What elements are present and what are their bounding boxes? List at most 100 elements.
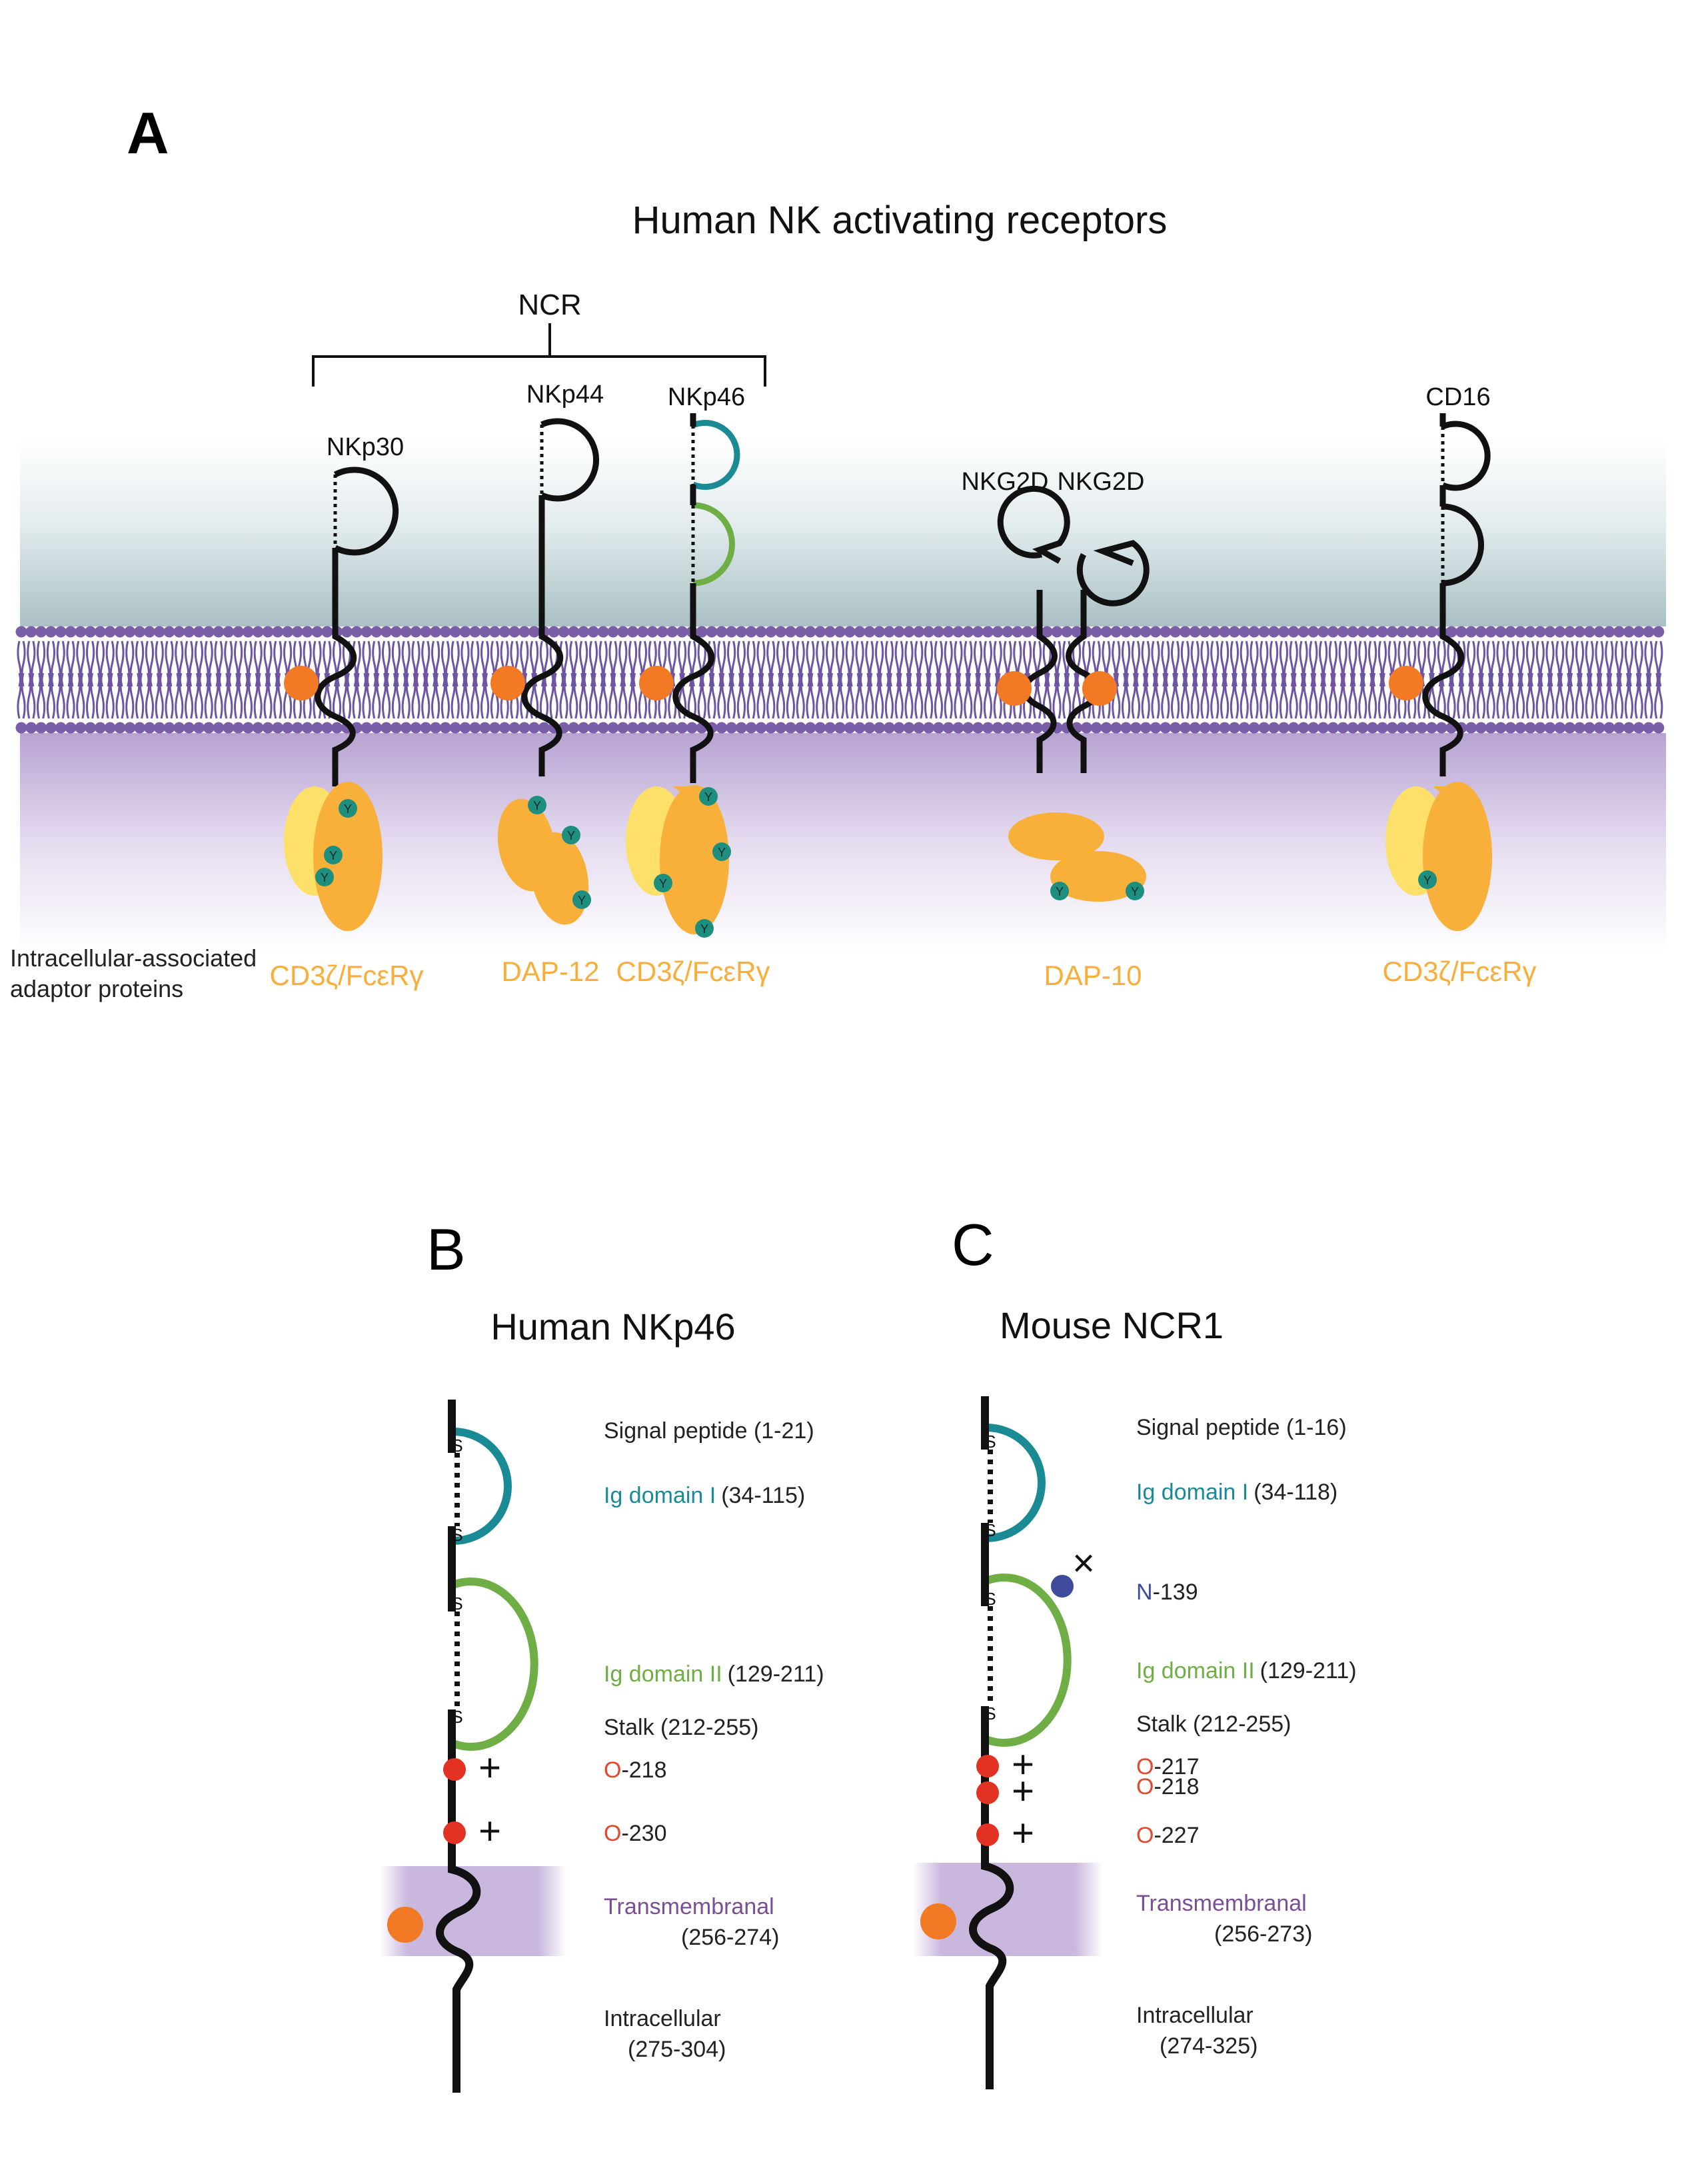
panel-a: A Human NK activating receptors NCR	[10, 100, 1666, 1002]
lipid-tail	[553, 672, 558, 719]
lipid-head	[548, 626, 560, 638]
lipid-head	[1475, 626, 1487, 638]
lipid-head	[716, 722, 728, 734]
lipid-tail	[1234, 672, 1239, 719]
lipid-head	[1287, 722, 1299, 734]
lipid-head	[755, 722, 767, 734]
label-nkp44: NKp44	[526, 381, 604, 409]
tyrosine-label: Y	[1423, 874, 1431, 887]
lipid-tail	[1289, 672, 1294, 719]
lipid-tail	[224, 672, 229, 719]
lipid-tail	[66, 672, 71, 719]
lipid-head	[45, 626, 57, 638]
panel-b-charged-residue	[387, 1907, 423, 1943]
lipid-head	[636, 626, 648, 638]
lipid-head	[587, 722, 599, 734]
lipid-head	[1022, 626, 1034, 638]
lipid-tail	[1151, 672, 1156, 719]
lipid-tail	[859, 672, 864, 719]
lipid-head	[1170, 722, 1182, 734]
lipid-tail	[1309, 672, 1314, 719]
lipid-head	[972, 722, 984, 734]
lipid-tail	[109, 672, 115, 719]
lipid-tail	[938, 672, 943, 719]
lipid-head	[528, 626, 540, 638]
lipid-tail	[1338, 672, 1343, 719]
lipid-head	[321, 626, 333, 638]
lipid-head	[173, 722, 185, 734]
adaptor-label-2: DAP-12	[501, 956, 599, 987]
lipid-head	[952, 626, 964, 638]
lipid-head	[1150, 722, 1162, 734]
lipid-head	[726, 626, 738, 638]
lipid-head	[656, 626, 668, 638]
lipid-tail	[1609, 672, 1614, 719]
lipid-tail	[928, 672, 934, 719]
lipid-head	[518, 722, 530, 734]
lipid-head	[1643, 626, 1655, 638]
lipid-head	[488, 626, 500, 638]
nkg2d-2-lectin-domain	[1076, 540, 1150, 606]
lipid-head	[361, 722, 373, 734]
panel-c-ic-range: (274-325)	[1160, 2033, 1258, 2059]
lipid-tail	[622, 672, 628, 719]
lipid-head	[676, 626, 688, 638]
lipid-tail	[1332, 672, 1337, 719]
lipid-tail	[1506, 672, 1511, 719]
lipid-head	[75, 722, 87, 734]
label-nkp46: NKp46	[668, 383, 745, 411]
lipid-tail	[1194, 672, 1200, 719]
lipid-head	[528, 722, 540, 734]
lipid-head	[439, 722, 451, 734]
panel-c-n-label: N-139	[1136, 1580, 1198, 1605]
lipid-head	[804, 722, 816, 734]
lipid-head	[1347, 722, 1359, 734]
adaptor-proteins	[284, 782, 1492, 934]
lipid-tail	[1052, 672, 1058, 719]
lipid-head	[923, 722, 935, 734]
lipid-head	[903, 722, 915, 734]
nkp44-chain	[521, 495, 564, 776]
lipid-tail	[918, 672, 924, 719]
lipid-tail	[1328, 672, 1333, 719]
lipid-tail	[717, 672, 722, 719]
lipid-head	[163, 626, 175, 638]
lipid-tail	[1619, 672, 1624, 719]
tyrosine-motif: Y	[1418, 870, 1437, 889]
lipid-head	[1219, 626, 1231, 638]
lipid-tail	[1348, 672, 1353, 719]
lipid-tail	[86, 672, 91, 719]
lipid-head	[1367, 626, 1379, 638]
extracellular-band	[20, 440, 1666, 626]
tyrosine-label: Y	[578, 894, 586, 907]
lipid-tail	[46, 672, 51, 719]
panel-b-title: Human NKp46	[490, 1306, 735, 1348]
lipid-tail	[1200, 672, 1206, 719]
lipid-head	[1031, 722, 1043, 734]
panel-c-ig2-name: Ig domain II	[1136, 1658, 1255, 1683]
tyrosine-motif: Y	[1050, 882, 1069, 900]
lipid-tail	[879, 672, 884, 719]
lipid-tail	[194, 672, 199, 719]
lipid-tail	[539, 672, 544, 719]
lipid-head	[706, 626, 718, 638]
lipid-head	[1307, 626, 1319, 638]
lipid-tail	[277, 672, 283, 719]
ncr-label: NCR	[518, 289, 581, 321]
lipid-head	[834, 626, 846, 638]
lipid-head	[134, 722, 146, 734]
lipid-head	[617, 626, 629, 638]
lipid-head	[479, 626, 491, 638]
lipid-tail	[454, 672, 460, 719]
lipid-head	[1435, 722, 1447, 734]
lipid-head	[1061, 626, 1073, 638]
lipid-tail	[405, 672, 411, 719]
lipid-head	[1287, 626, 1299, 638]
panel-b-o-glyc-site-218	[443, 1758, 466, 1781]
nkp46-ig-domain-1	[692, 420, 740, 490]
lipid-tail	[1240, 672, 1245, 719]
panel-c-signal-peptide: Signal peptide (1-16)	[1136, 1415, 1347, 1440]
lipid-head	[420, 626, 432, 638]
label-nkg2d-1: NKG2D	[962, 468, 1049, 496]
lipid-head	[932, 626, 944, 638]
